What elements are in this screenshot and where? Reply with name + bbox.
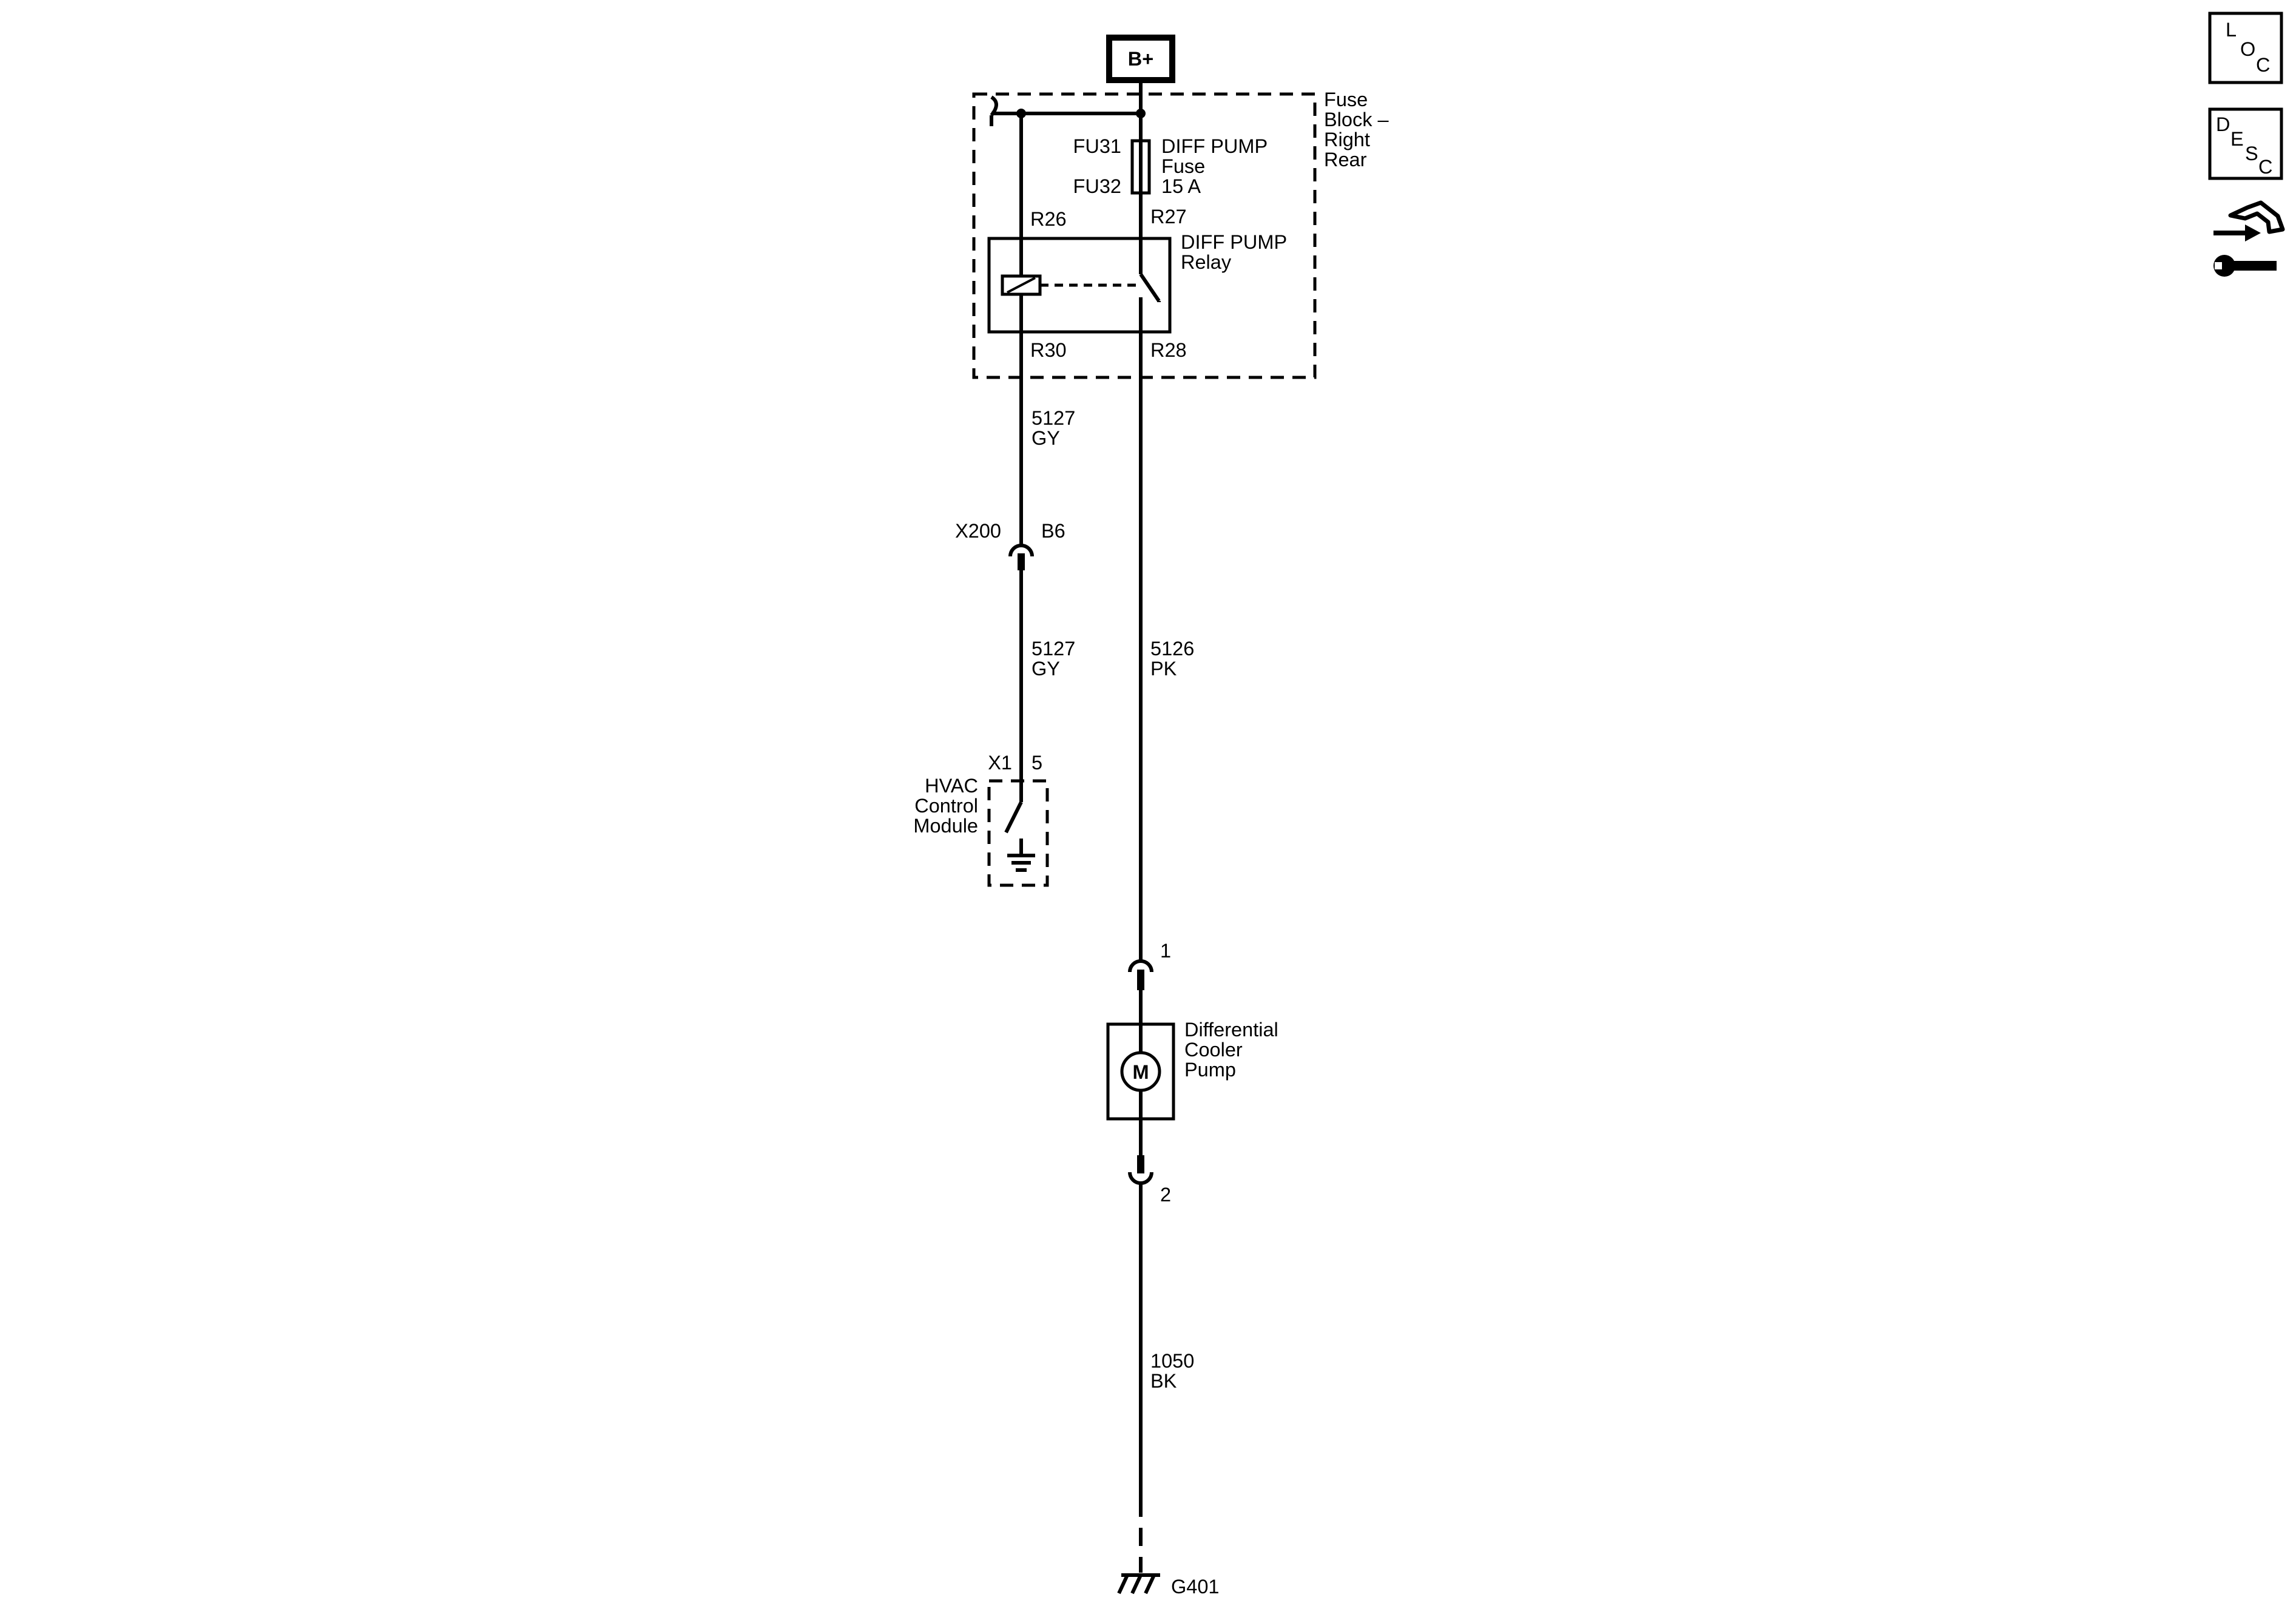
connector-x1-name: X1 (988, 752, 1012, 774)
pump-label-line-2: Cooler (1184, 1039, 1243, 1061)
hvac-label-line-2: Control (914, 795, 978, 817)
relay-label-line-2: Relay (1181, 251, 1232, 273)
circuit-1050-bk: 2 1050 BK G401 (1117, 1119, 1220, 1598)
fuse-block-label-line-2: Block – (1324, 109, 1389, 130)
fuse-block-label: Fuse Block – Right Rear (1324, 89, 1389, 170)
circuit-upper-number: 5127 (1032, 407, 1075, 429)
desc-letter-d: D (2216, 113, 2230, 135)
hvac-module-outline (987, 779, 1049, 887)
circuit-pk-color: PK (1150, 658, 1177, 680)
hvac-switch (1004, 801, 1023, 834)
loc-letter-l: L (2226, 19, 2237, 41)
fuse-id-fu32: FU32 (1073, 175, 1121, 197)
connector-pump-pin-1: 1 (1128, 940, 1171, 990)
fuse-label-line-3: 15 A (1161, 175, 1201, 197)
fuse-block-label-line-1: Fuse (1324, 89, 1368, 110)
connector-x1-pin: 5 (1032, 752, 1042, 774)
pump-label-line-1: Differential (1184, 1019, 1278, 1041)
fuse-block-wiring (990, 80, 1146, 238)
circuit-bk-color: BK (1150, 1370, 1177, 1392)
hvac-label-line-1: HVAC (925, 775, 978, 797)
relay-terminal-r26: R26 (1030, 208, 1067, 230)
hvac-label-line-3: Module (913, 815, 978, 837)
desc-letter-c: C (2258, 156, 2272, 178)
circuit-lower-color: GY (1032, 658, 1060, 680)
diff-pump-fuse: FU31 FU32 DIFF PUMP Fuse 15 A (1073, 135, 1268, 197)
diff-pump-relay: R26 R27 R30 R28 DIFF PUMP Relay (987, 206, 1287, 361)
relay-terminal-r30: R30 (1030, 339, 1067, 361)
loc-button[interactable]: L O C (2208, 12, 2283, 84)
relay-label-line-1: DIFF PUMP (1181, 231, 1287, 253)
motor-symbol-label: M (1132, 1061, 1149, 1083)
circuit-pk-number: 5126 (1150, 638, 1194, 660)
circuit-upper-color: GY (1032, 427, 1060, 449)
fuse-label-line-1: DIFF PUMP (1161, 135, 1268, 157)
ground-g401-label: G401 (1171, 1576, 1220, 1598)
connector-wrench-icon[interactable] (2213, 200, 2285, 277)
desc-letter-s: S (2245, 143, 2258, 164)
pump-label-line-3: Pump (1184, 1059, 1236, 1081)
ground-g401-icon (1117, 1573, 1160, 1595)
connector-x200: X200 B6 (955, 520, 1065, 570)
connector-x200-pin: B6 (1041, 520, 1065, 542)
pump-pin-1-label: 1 (1160, 940, 1171, 962)
circuit-lower-number: 5127 (1032, 638, 1075, 660)
fuse-block-label-line-3: Right (1324, 129, 1370, 150)
fuse-block-outline (972, 92, 1317, 379)
relay-terminal-r28: R28 (1150, 339, 1187, 361)
motor-symbol (1120, 1051, 1161, 1092)
circuit-5126-pk: 5126 PK 1 (1128, 332, 1194, 1024)
desc-button[interactable]: D E S C (2208, 107, 2283, 180)
battery-label: B+ (1128, 48, 1153, 70)
relay-box (987, 237, 1172, 334)
circuit-5127-gy: 5127 GY X200 B6 5127 GY X1 5 HVAC Co (913, 332, 1075, 887)
hvac-control-module: X1 5 HVAC Control Module (913, 752, 1049, 887)
pump-pin-2-label: 2 (1160, 1184, 1171, 1206)
connector-x200-name: X200 (955, 520, 1001, 542)
relay-terminal-r27: R27 (1150, 206, 1187, 228)
loc-letter-o: O (2240, 38, 2255, 60)
battery-positive-source: B+ (1106, 35, 1175, 83)
fuse-id-fu31: FU31 (1073, 135, 1121, 157)
differential-cooler-pump: M Differential Cooler Pump (1106, 1019, 1278, 1121)
fuse-label-line-2: Fuse (1161, 155, 1205, 177)
desc-letter-e: E (2230, 128, 2244, 150)
circuit-bk-number: 1050 (1150, 1350, 1194, 1372)
loc-letter-c: C (2256, 54, 2270, 76)
chassis-ground-icon (1007, 854, 1035, 872)
fuse-block-label-line-4: Rear (1324, 149, 1367, 170)
connector-pump-pin-2: 2 (1128, 1155, 1171, 1206)
